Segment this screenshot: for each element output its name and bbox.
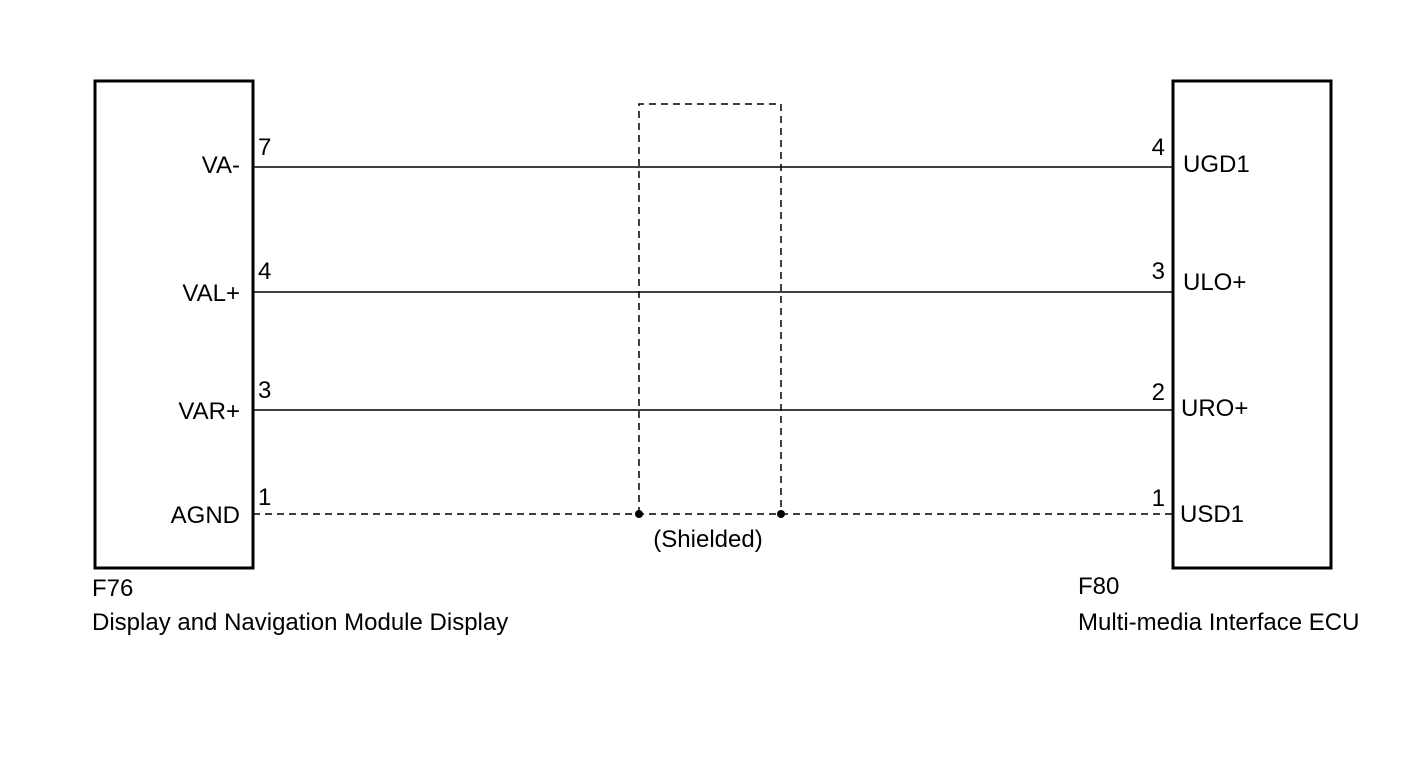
shield-junction-dot — [777, 510, 785, 518]
left-pin-number: 1 — [258, 484, 271, 511]
left-pin-number: 3 — [258, 377, 271, 404]
shield-junction-dot — [635, 510, 643, 518]
shield-outline — [638, 103, 782, 514]
right-pin-number: 4 — [1152, 134, 1165, 161]
left-signal-label: VAR+ — [178, 398, 240, 425]
left-signal-label: VAL+ — [182, 280, 240, 307]
right-pin-number: 3 — [1152, 258, 1165, 285]
left-pin-number: 7 — [258, 134, 271, 161]
right-component-box — [1171, 79, 1333, 570]
right-component-code: F80 — [1078, 573, 1119, 600]
left-signal-label: VA- — [202, 152, 240, 179]
right-signal-label: UGD1 — [1183, 151, 1250, 178]
shield-label: (Shielded) — [653, 526, 762, 553]
right-signal-label: ULO+ — [1183, 269, 1246, 296]
right-signal-label: USD1 — [1180, 501, 1244, 528]
right-pin-number: 1 — [1152, 485, 1165, 512]
left-signal-label: AGND — [171, 502, 240, 529]
right-pin-number: 2 — [1152, 379, 1165, 406]
right-component-name: Multi-media Interface ECU — [1078, 609, 1359, 636]
left-component-code: F76 — [92, 575, 133, 602]
left-pin-number: 4 — [258, 258, 271, 285]
left-component-name: Display and Navigation Module Display — [92, 609, 508, 636]
right-signal-label: URO+ — [1181, 395, 1248, 422]
left-component-box — [93, 79, 255, 570]
